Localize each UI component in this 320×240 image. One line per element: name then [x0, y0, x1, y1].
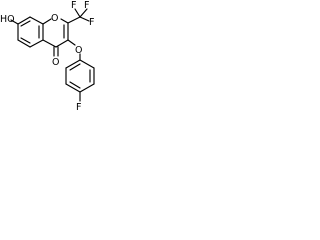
cf3-fluorine-label: F	[89, 17, 94, 28]
bond-double	[69, 81, 81, 89]
bond	[42, 18, 52, 25]
bond	[65, 83, 81, 93]
bond	[79, 16, 90, 22]
carbonyl-oxygen-label: O	[52, 57, 59, 68]
bond	[60, 18, 69, 24]
bonds	[10, 8, 95, 102]
bond	[17, 39, 31, 48]
ring-oxygen-label: O	[51, 13, 58, 24]
hydroxyl-label: HO	[0, 14, 15, 25]
bond	[10, 19, 19, 25]
bond	[65, 59, 81, 69]
bond	[67, 39, 76, 46]
bond	[79, 59, 95, 69]
bond	[79, 83, 95, 93]
chemical-structure: HO O O O F F F F	[0, 0, 95, 113]
bond	[67, 16, 81, 24]
bond	[79, 8, 88, 18]
bond	[29, 39, 44, 48]
bond-double	[69, 63, 81, 71]
atom-labels: HO O O O F F F F	[0, 0, 94, 113]
cf3-fluorine-label: F	[71, 0, 76, 11]
bond-double	[20, 20, 31, 27]
bond	[55, 39, 69, 48]
cf3-fluorine-label: F	[84, 0, 89, 11]
bond	[74, 8, 81, 18]
ether-oxygen-label: O	[75, 45, 82, 56]
bond	[17, 16, 31, 25]
bond	[42, 39, 57, 48]
aryl-fluorine-label: F	[76, 102, 81, 113]
bond-double	[20, 37, 31, 44]
bond	[29, 16, 44, 25]
